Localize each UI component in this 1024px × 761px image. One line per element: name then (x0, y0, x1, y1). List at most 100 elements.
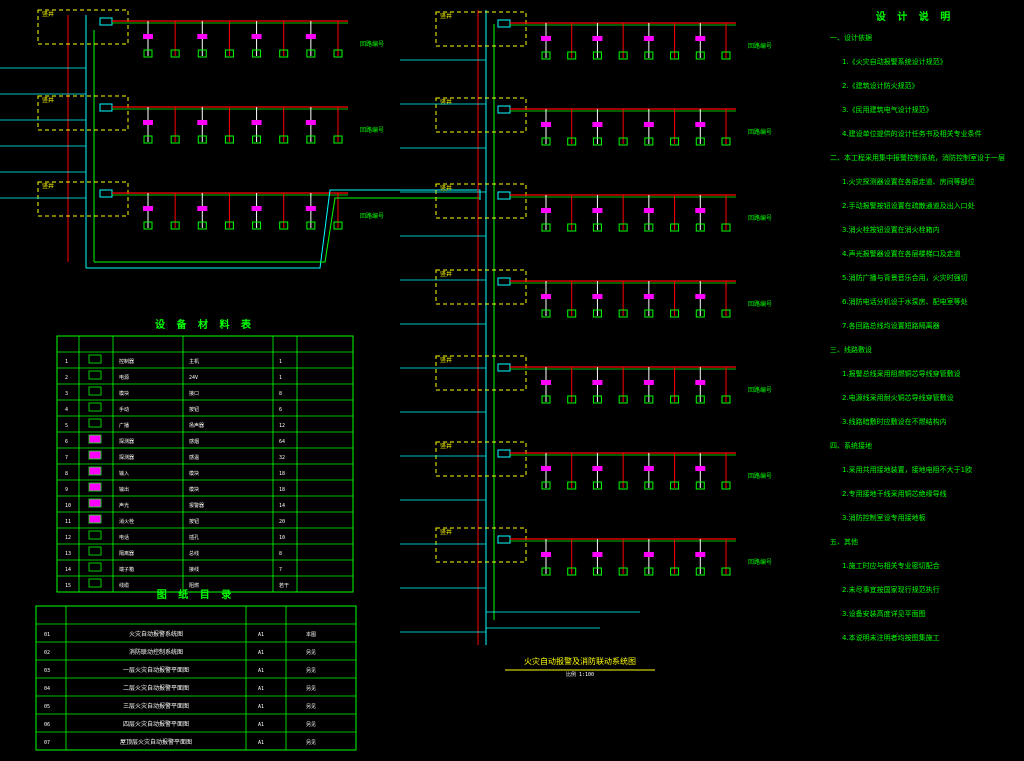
legend-name: 电话 (119, 534, 129, 541)
legend-no: 13 (65, 551, 71, 557)
magenta-device (197, 206, 208, 211)
device-drop (695, 195, 706, 232)
device-drop (333, 193, 343, 230)
diagram-title: 火灾自动报警及消防联动系统图 (524, 656, 636, 666)
magenta-device (541, 466, 551, 471)
note-line: 5.消防广播与背景音乐合用，火灾时强切 (842, 273, 968, 282)
device-symbol (592, 309, 602, 318)
device-symbol (721, 51, 731, 60)
device-symbol (567, 223, 577, 232)
legend-name: 广播 (119, 422, 129, 429)
note-line: 1.采用共用接地装置，接地电阻不大于1欧 (842, 465, 972, 474)
device-symbol (197, 221, 207, 230)
drawing-note: 另见 (306, 650, 316, 656)
legend-model: 模块 (189, 486, 199, 493)
device-symbol (306, 49, 316, 58)
legend-qty: 8 (279, 551, 282, 557)
legend-model: 主机 (189, 358, 199, 365)
magenta-device (592, 36, 603, 41)
device-drop (197, 193, 208, 230)
device-drop (643, 539, 654, 576)
device-symbol (333, 135, 343, 144)
device-drop (618, 281, 628, 318)
device-drop (567, 195, 577, 232)
drawing-no: 07 (44, 740, 50, 746)
device-drop (541, 539, 551, 576)
legend-qty: 64 (279, 439, 285, 445)
panel-box (435, 97, 527, 133)
legend-no: 15 (65, 583, 71, 589)
legend-name: 端子箱 (119, 566, 134, 573)
drawing-name: 三层火灾自动报警平面图 (123, 702, 189, 710)
device-drop (695, 281, 706, 318)
device-drop (643, 367, 654, 404)
drawing-no: 02 (44, 650, 50, 656)
device-symbol (279, 221, 289, 230)
legend-name: 模块 (119, 390, 129, 397)
note-line: 3.线路暗敷时应敷设在不燃结构内 (842, 417, 947, 426)
device-drop (721, 195, 731, 232)
legend-symbol (88, 578, 102, 588)
device-drop (143, 21, 153, 58)
device-drop (567, 281, 577, 318)
device-drop (721, 367, 731, 404)
panel-label: 竖井 (440, 184, 452, 192)
device-symbol (695, 567, 705, 576)
magenta-device (643, 294, 654, 299)
device-drop (279, 21, 289, 58)
legend-symbol (88, 546, 102, 556)
device-drop (170, 21, 180, 58)
device-drop (567, 23, 577, 60)
device-symbol (170, 135, 180, 144)
legend-model: 按钮 (189, 518, 199, 525)
legend-symbol (88, 466, 102, 476)
panel-label: 竖井 (42, 182, 54, 190)
legend-name: 探测器 (119, 454, 134, 461)
device-symbol (333, 49, 343, 58)
device-symbol (721, 309, 731, 318)
circuit-note: 回路编号 (748, 42, 772, 50)
device-drop (695, 453, 706, 490)
device-drop (224, 107, 234, 144)
device-drop (695, 539, 706, 576)
drawing-note: 另见 (306, 722, 316, 728)
device-symbol (670, 51, 680, 60)
magenta-device (592, 208, 603, 213)
magenta-device (143, 206, 153, 211)
legend-model: 感温 (189, 454, 199, 461)
device-drop (695, 23, 706, 60)
legend-name: 声光 (119, 502, 129, 509)
device-symbol (721, 567, 731, 576)
note-line: 三、线路敷设 (830, 345, 872, 354)
magenta-device (643, 122, 654, 127)
device-symbol (224, 135, 234, 144)
legend-no: 11 (65, 519, 71, 525)
panel-label: 竖井 (42, 10, 54, 18)
device-symbol (143, 221, 153, 230)
panel-label: 竖井 (42, 96, 54, 104)
device-drop (592, 109, 603, 146)
device-drop (670, 109, 680, 146)
legend-model: 阻燃 (189, 582, 199, 589)
notes-title: 设 计 说 明 (876, 10, 954, 23)
device-drop (197, 107, 208, 144)
legend-no: 8 (65, 471, 68, 477)
legend-symbol (88, 418, 102, 428)
device-drop (251, 21, 262, 58)
device-symbol (541, 395, 551, 404)
magenta-device (695, 122, 706, 127)
device-symbol (252, 49, 262, 58)
device-drop (224, 193, 234, 230)
legend-model: 插孔 (189, 534, 199, 541)
drawing-size: A1 (258, 668, 264, 674)
device-drop (567, 367, 577, 404)
magenta-device (592, 552, 603, 557)
panel-box (435, 269, 527, 305)
device-symbol (592, 51, 602, 60)
device-drop (670, 195, 680, 232)
device-drop (567, 453, 577, 490)
